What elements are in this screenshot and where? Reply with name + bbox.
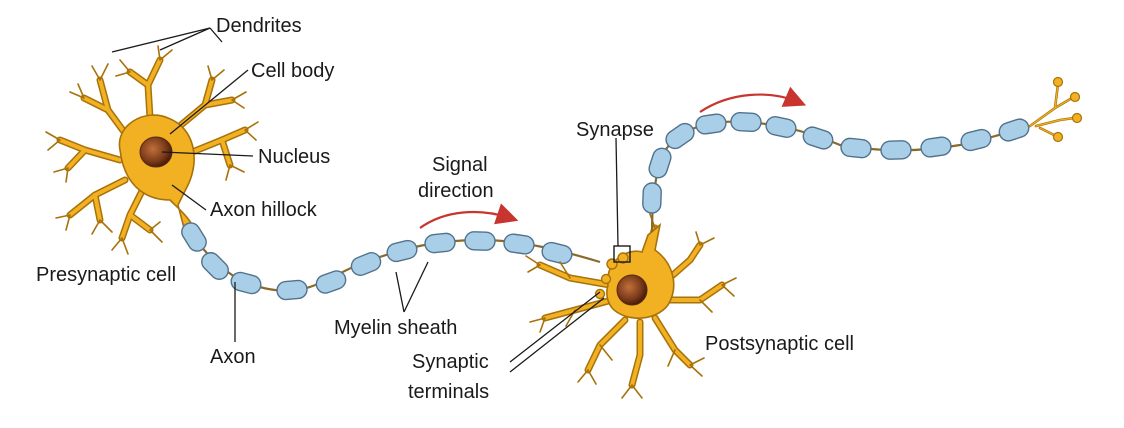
label-synaptic-terminals-1: Synaptic bbox=[412, 351, 489, 373]
label-dendrites: Dendrites bbox=[216, 15, 302, 37]
signal-arrow-1 bbox=[419, 203, 519, 229]
distal-axon-terminals bbox=[1028, 76, 1083, 143]
myelin-sheath-postsynaptic bbox=[642, 111, 1030, 214]
label-signal-direction-2: direction bbox=[418, 180, 494, 202]
label-postsynaptic-cell: Postsynaptic cell bbox=[705, 333, 854, 355]
leader-lines bbox=[111, 27, 619, 373]
postsynaptic-cell-body bbox=[606, 222, 675, 319]
presynaptic-cell-body bbox=[118, 114, 198, 234]
synapse-box bbox=[613, 245, 631, 263]
postsynaptic-nucleus bbox=[616, 274, 648, 306]
label-signal-direction-1: Signal bbox=[432, 154, 488, 176]
presynaptic-cell-dendrites bbox=[45, 45, 259, 255]
label-cell-body: Cell body bbox=[251, 60, 334, 82]
label-synapse: Synapse bbox=[576, 119, 654, 141]
label-nucleus: Nucleus bbox=[258, 146, 330, 168]
signal-arrow-2 bbox=[699, 86, 807, 113]
label-presynaptic-cell: Presynaptic cell bbox=[36, 264, 176, 286]
label-synaptic-terminals-2: terminals bbox=[408, 381, 489, 403]
label-axon-hillock: Axon hillock bbox=[210, 199, 318, 221]
label-myelin-sheath: Myelin sheath bbox=[334, 317, 457, 339]
postsynaptic-cell-dendrites bbox=[525, 213, 737, 399]
synaptic-terminal-bulbs bbox=[594, 252, 629, 300]
myelin-sheath-presynaptic bbox=[181, 222, 573, 301]
label-axon: Axon bbox=[210, 346, 256, 368]
